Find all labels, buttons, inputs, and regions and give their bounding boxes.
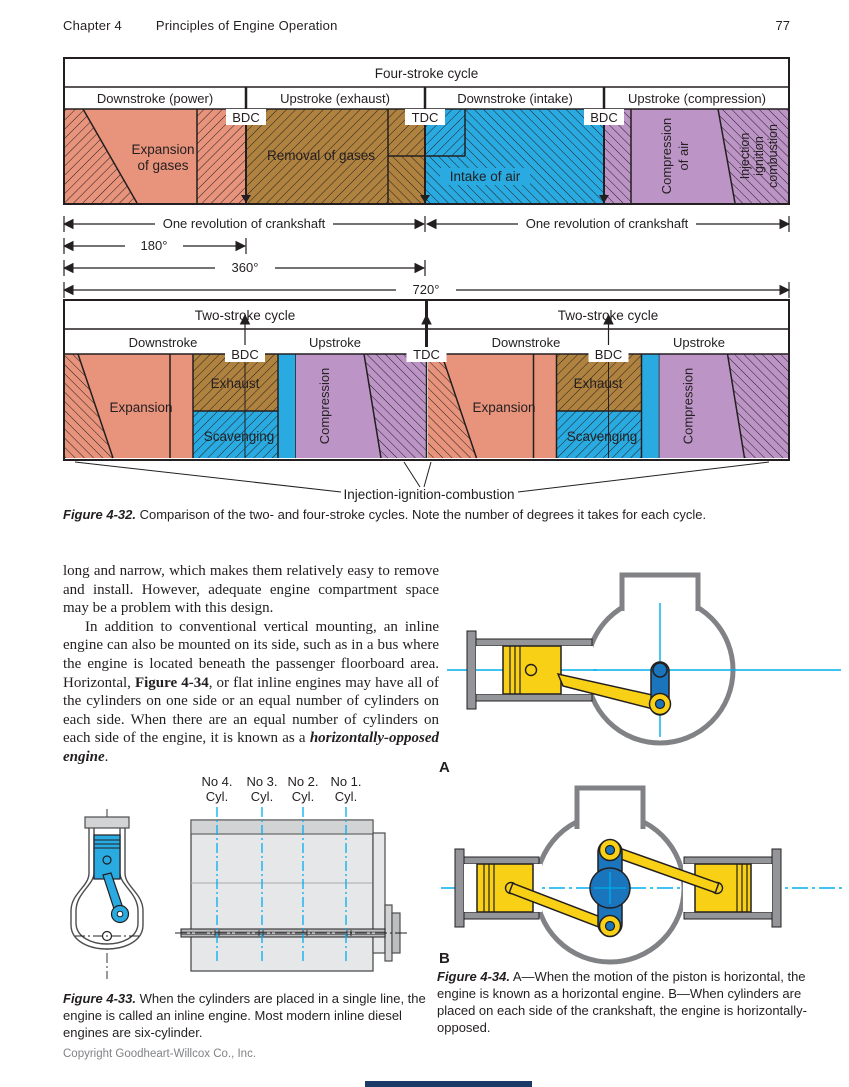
svg-text:of air: of air: [676, 141, 691, 171]
figure-4-34-a-drawing: A: [439, 572, 841, 776]
expansion-label: Expansion: [472, 400, 535, 415]
running-head: Chapter 4 Principles of Engine Operation: [63, 18, 372, 33]
injection-callout: Injection-ignition-combustion: [74, 461, 770, 502]
figure-4-34-label: Figure 4-34.: [437, 969, 510, 984]
col-exhaust: Upstroke (exhaust): [280, 91, 390, 106]
cylinder-number-labels: No 4. Cyl. No 3. Cyl. No 2. Cyl. No 1. C…: [201, 774, 361, 804]
exhaust-label: Exhaust: [211, 376, 260, 391]
exhaust-label: Exhaust: [574, 376, 623, 391]
chapter-title: Principles of Engine Operation: [155, 18, 338, 33]
bdc-marker: BDC: [231, 347, 258, 362]
col-intake: Downstroke (intake): [457, 91, 573, 106]
four-stroke-diagram: Four-stroke cycle Downstroke (power) Ups…: [63, 57, 790, 205]
compression-label: Compression: [659, 118, 674, 195]
injection-label: Injection: [738, 133, 752, 180]
deg-720-label: 720°: [413, 282, 440, 297]
crank-and-rods: [508, 838, 720, 938]
key-term: horizontally-opposed engine: [63, 730, 439, 765]
svg-text:Cyl.: Cyl.: [251, 789, 273, 804]
cylinder-4-label: No 4.: [201, 774, 232, 789]
paragraph: In addition to conventional vertical mou…: [63, 618, 439, 765]
scavenging-label: Scavenging: [204, 429, 275, 444]
expansion-label: Expansion: [109, 400, 172, 415]
revolution-right-label: One revolution of crankshaft: [526, 216, 689, 231]
svg-text:Cyl.: Cyl.: [292, 789, 314, 804]
col-power: Downstroke (power): [97, 91, 213, 106]
figure-4-33-caption: Figure 4-33. When the cylinders are plac…: [63, 991, 426, 1040]
crank-and-rod: [556, 661, 672, 716]
cylinder-1-label: No 1.: [330, 774, 361, 789]
col-compression: Upstroke (compression): [628, 91, 766, 106]
downstroke-label: Downstroke: [492, 335, 561, 350]
bdc-marker: BDC: [595, 347, 622, 362]
cylinder-cross-section: [70, 809, 144, 979]
svg-text:Cyl.: Cyl.: [335, 789, 357, 804]
upstroke-label: Upstroke: [673, 335, 725, 350]
tdc-marker: TDC: [412, 110, 439, 125]
expansion-label: Expansion: [131, 142, 194, 157]
chapter-label: Chapter 4: [63, 18, 122, 33]
paragraph: long and narrow, which makes them relati…: [63, 563, 439, 617]
figure-b-label: B: [439, 950, 450, 967]
dimension-arrows: One revolution of crankshaft One revolut…: [62, 216, 791, 298]
svg-text:ignition: ignition: [752, 136, 766, 176]
page-number: 77: [775, 18, 790, 33]
revolution-left-label: One revolution of crankshaft: [163, 216, 326, 231]
figure-4-32-caption: Figure 4-32. Comparison of the two- and …: [63, 507, 707, 522]
bdc-marker: BDC: [232, 110, 259, 125]
deg-360-label: 360°: [232, 260, 259, 275]
downstroke-label: Downstroke: [129, 335, 198, 350]
deg-180-label: 180°: [141, 238, 168, 253]
right-cylinder: [683, 848, 782, 928]
cylinder-and-piston: [466, 630, 597, 710]
figure-reference: Figure 4-34: [134, 674, 209, 691]
tdc-marker: TDC: [413, 347, 440, 362]
svg-text:of gases: of gases: [137, 158, 188, 173]
cylinder-centerlines: [216, 807, 347, 961]
compression-label: Compression: [317, 368, 332, 445]
svg-text:combustion: combustion: [766, 124, 780, 188]
cylinder-2-label: No 2.: [287, 774, 318, 789]
figure-4-34-caption: Figure 4-34. A—When the motion of the pi…: [437, 969, 808, 1035]
upstroke-label: Upstroke: [309, 335, 361, 350]
copyright-line: Copyright Goodheart-Willcox Co., Inc.: [63, 1048, 257, 1060]
removal-label: Removal of gases: [267, 148, 375, 163]
cylinder-3-label: No 3.: [246, 774, 277, 789]
svg-text:Cyl.: Cyl.: [206, 789, 228, 804]
bdc-marker: BDC: [590, 110, 617, 125]
figure-4-32-label: Figure 4-32.: [63, 507, 136, 522]
figure-a-label: A: [439, 759, 450, 776]
two-stroke-diagram: Two-stroke cycle Two-stroke cycle Downst…: [63, 299, 790, 461]
injection-ignition-combustion-label: Injection-ignition-combustion: [343, 487, 514, 502]
figure-4-33-label: Figure 4-33.: [63, 991, 136, 1006]
intake-label: Intake of air: [450, 169, 521, 184]
figure-4-34-b-drawing: B: [439, 785, 845, 967]
compression-label: Compression: [681, 368, 696, 445]
bottom-edge-bar: [365, 1081, 532, 1087]
four-stroke-title: Four-stroke cycle: [375, 66, 479, 81]
body-text: long and narrow, which makes them relati…: [63, 562, 439, 767]
engine-block: [175, 819, 408, 972]
scavenging-label: Scavenging: [567, 429, 638, 444]
figure-4-33-drawing: No 4. Cyl. No 3. Cyl. No 2. Cyl. No 1. C…: [70, 774, 408, 979]
left-cylinder: [454, 848, 542, 928]
